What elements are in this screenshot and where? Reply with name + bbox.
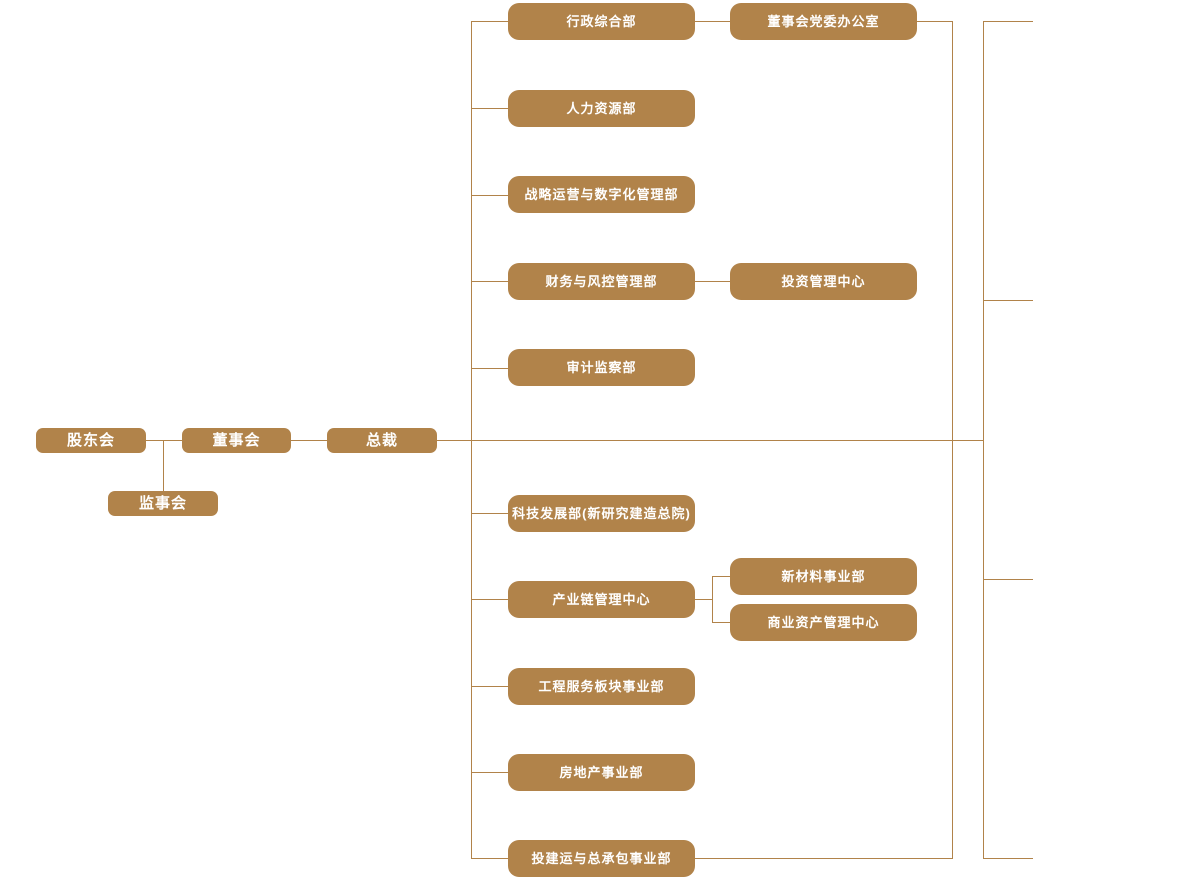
- org-node-investment-mgmt-center: 投资管理中心: [730, 263, 917, 300]
- edge-stub-tech-development: [471, 513, 508, 514]
- edge-finance-to-investment-center: [695, 281, 730, 282]
- edge-stub-engineering-services: [471, 686, 508, 687]
- edge-bracket-to-commercial-assets: [712, 622, 730, 623]
- org-node-admin-general-dept: 行政综合部: [508, 3, 695, 40]
- edge-right-stub-lower: [983, 579, 1033, 580]
- edge-admin-to-party-office: [695, 21, 730, 22]
- org-node-president: 总裁: [327, 428, 437, 453]
- edge-stub-industry-chain: [471, 599, 508, 600]
- edge-right-spine-b: [983, 21, 984, 859]
- org-node-strategy-digital-mgmt-dept: 战略运营与数字化管理部: [508, 176, 695, 213]
- org-node-commercial-assets-center: 商业资产管理中心: [730, 604, 917, 641]
- edge-drop-to-supervisory-board: [163, 441, 164, 491]
- edge-right-stub-top: [983, 21, 1033, 22]
- org-node-board-of-directors: 董事会: [182, 428, 291, 453]
- org-node-supervisory-board: 监事会: [108, 491, 218, 516]
- org-node-real-estate-bu: 房地产事业部: [508, 754, 695, 791]
- edge-stub-audit: [471, 368, 508, 369]
- edge-right-spine-a: [952, 21, 953, 859]
- org-node-board-party-committee-office: 董事会党委办公室: [730, 3, 917, 40]
- edge-board-to-president: [291, 440, 327, 441]
- org-node-shareholders-meeting: 股东会: [36, 428, 146, 453]
- edge-left-spine: [471, 21, 472, 859]
- org-node-audit-supervision-dept: 审计监察部: [508, 349, 695, 386]
- edge-president-main-line: [437, 440, 983, 441]
- edge-industry-chain-bracket: [712, 576, 713, 623]
- org-node-industry-chain-mgmt-center: 产业链管理中心: [508, 581, 695, 618]
- edge-stub-real-estate: [471, 772, 508, 773]
- edge-party-office-to-right-spine: [917, 21, 952, 22]
- edge-stub-strategy-digital: [471, 195, 508, 196]
- edge-stub-admin-general: [471, 21, 508, 22]
- org-node-engineering-services-bu: 工程服务板块事业部: [508, 668, 695, 705]
- org-node-finance-risk-mgmt-dept: 财务与风控管理部: [508, 263, 695, 300]
- org-node-invest-build-contracting-bu: 投建运与总承包事业部: [508, 840, 695, 877]
- org-node-new-materials-bu: 新材料事业部: [730, 558, 917, 595]
- edge-right-stub-bottom: [983, 858, 1033, 859]
- edge-right-stub-upper: [983, 300, 1033, 301]
- edge-stub-finance-risk: [471, 281, 508, 282]
- org-node-tech-development-dept: 科技发展部(新研究建造总院): [508, 495, 695, 532]
- org-node-human-resources-dept: 人力资源部: [508, 90, 695, 127]
- edge-stub-invest-build: [471, 858, 508, 859]
- edge-shareholders-to-board: [146, 440, 182, 441]
- edge-industry-chain-stem: [695, 599, 712, 600]
- edge-bottom-line-to-right-spine: [695, 858, 952, 859]
- edge-stub-human-resources: [471, 108, 508, 109]
- edge-bracket-to-new-materials: [712, 576, 730, 577]
